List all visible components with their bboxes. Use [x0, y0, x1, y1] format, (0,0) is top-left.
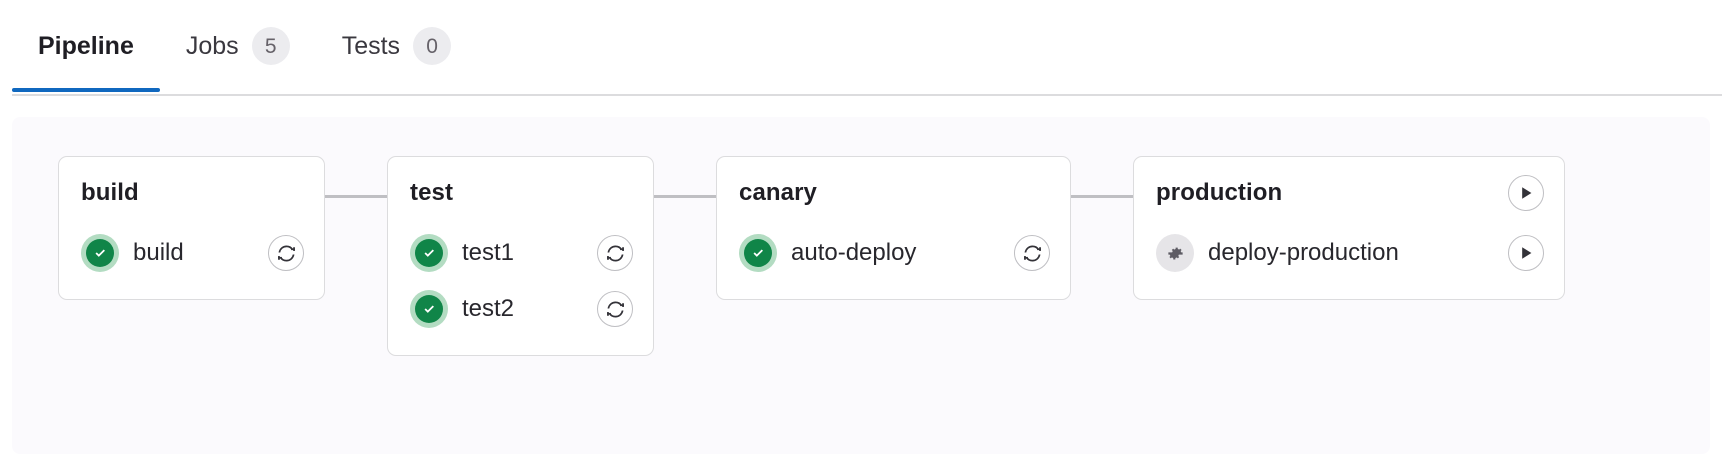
job-name: test2 [462, 295, 515, 322]
retry-icon[interactable] [597, 235, 633, 271]
check-circle-icon [81, 234, 119, 272]
stage-header-production: production [1152, 173, 1546, 213]
tab-jobs-label: Jobs [185, 32, 239, 60]
pipeline-stages: build build [12, 117, 1710, 356]
tab-jobs-badge: 5 [251, 27, 290, 65]
job-name: test1 [462, 239, 515, 266]
stage-card-canary[interactable]: canary auto-deploy [716, 156, 1071, 300]
stage-card-build[interactable]: build build [58, 156, 325, 300]
stage-connector [654, 195, 716, 198]
play-icon[interactable] [1508, 175, 1544, 211]
tab-tests-label: Tests [341, 32, 401, 60]
stage-jobs-production: deploy-production [1152, 225, 1546, 281]
retry-icon[interactable] [1014, 235, 1050, 271]
play-icon[interactable] [1508, 235, 1544, 271]
stage-header-build: build [77, 173, 306, 213]
job-name: deploy-production [1208, 239, 1399, 266]
stage-header-canary: canary [735, 173, 1052, 213]
job-row[interactable]: build [77, 225, 306, 281]
check-circle-icon [410, 234, 448, 272]
stage-card-test[interactable]: test test1 [387, 156, 654, 356]
stage-column-test: test test1 [387, 156, 716, 356]
pipeline-graph-container: build build [12, 117, 1710, 454]
stage-title-canary: canary [739, 179, 817, 206]
stage-card-production[interactable]: production [1133, 156, 1565, 300]
tab-pipeline[interactable]: Pipeline [12, 0, 160, 92]
check-circle-icon [739, 234, 777, 272]
stage-connector [1071, 195, 1133, 198]
stage-column-build: build build [58, 156, 387, 300]
retry-icon[interactable] [268, 235, 304, 271]
gear-icon [1156, 234, 1194, 272]
pipeline-tab-bar: Pipeline Jobs 5 Tests 0 [0, 0, 1722, 96]
stage-jobs-build: build [77, 225, 306, 281]
stage-header-test: test [406, 173, 635, 213]
stage-jobs-canary: auto-deploy [735, 225, 1052, 281]
check-circle-icon [410, 290, 448, 328]
tab-jobs[interactable]: Jobs 5 [160, 0, 316, 92]
stage-title-test: test [410, 179, 454, 206]
tab-tests-badge: 0 [413, 27, 452, 65]
job-name: build [133, 239, 184, 266]
stage-column-production: production [1133, 156, 1565, 300]
stage-column-canary: canary auto-deploy [716, 156, 1133, 300]
stage-connector [325, 195, 387, 198]
job-row[interactable]: test1 [406, 225, 635, 281]
retry-icon[interactable] [597, 291, 633, 327]
tab-tests[interactable]: Tests 0 [316, 0, 477, 92]
job-row[interactable]: deploy-production [1152, 225, 1546, 281]
stage-title-build: build [81, 179, 139, 206]
job-name: auto-deploy [791, 239, 917, 266]
tab-pipeline-label: Pipeline [38, 32, 134, 60]
job-row[interactable]: test2 [406, 281, 635, 337]
job-row[interactable]: auto-deploy [735, 225, 1052, 281]
stage-title-production: production [1156, 179, 1283, 206]
stage-jobs-test: test1 [406, 225, 635, 337]
